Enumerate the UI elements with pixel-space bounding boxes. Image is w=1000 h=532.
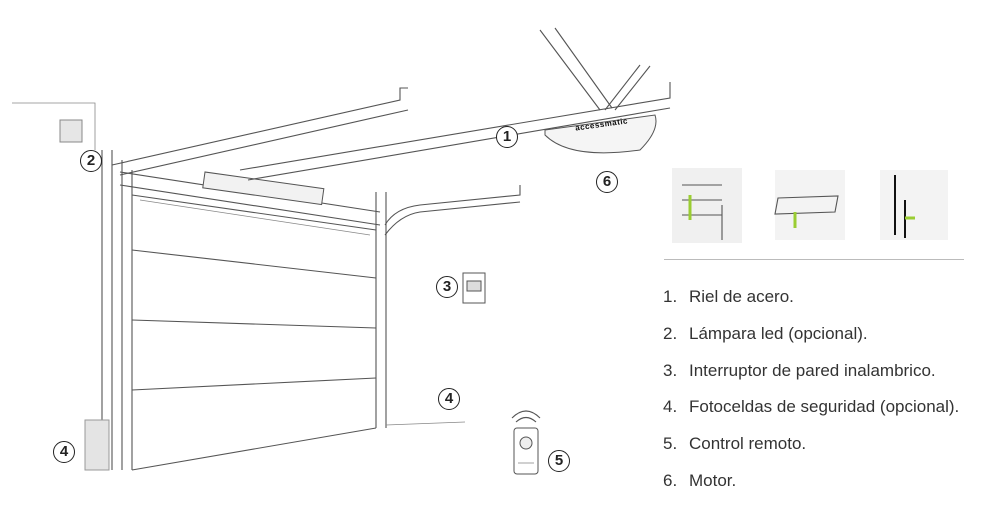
legend-item: 1.Riel de acero. [663,287,794,306]
callout-4-left: 4 [53,441,75,463]
callout-6: 6 [596,171,618,193]
door-type-tilt [774,170,845,240]
legend-item: 2.Lámpara led (opcional). [663,323,868,343]
callout-4: 4 [438,388,460,410]
legend-item: 6.Motor. [663,470,737,490]
callout-3: 3 [436,276,458,298]
remote-control [513,427,539,475]
door-type-sectional [672,168,742,243]
legend-item: 4.Fotoceldas de seguridad (opcional). [663,397,960,417]
photocell-left [84,419,110,471]
signal-icon [511,410,541,423]
door-type-roll [880,170,948,240]
lamp-icon [59,119,83,143]
legend-item: 5.Control remoto. [663,434,807,454]
callout-5: 5 [548,450,570,472]
callout-2: 2 [80,150,102,172]
legend-list: 1.Riel de acero. 2.Lámpara led (opcional… [663,284,959,505]
legend-item: 3.Interruptor de pared inalambrico. [663,360,936,380]
callout-1: 1 [496,126,518,148]
motor-unit [544,114,657,154]
divider [664,259,964,260]
torsion-spring [202,171,325,206]
